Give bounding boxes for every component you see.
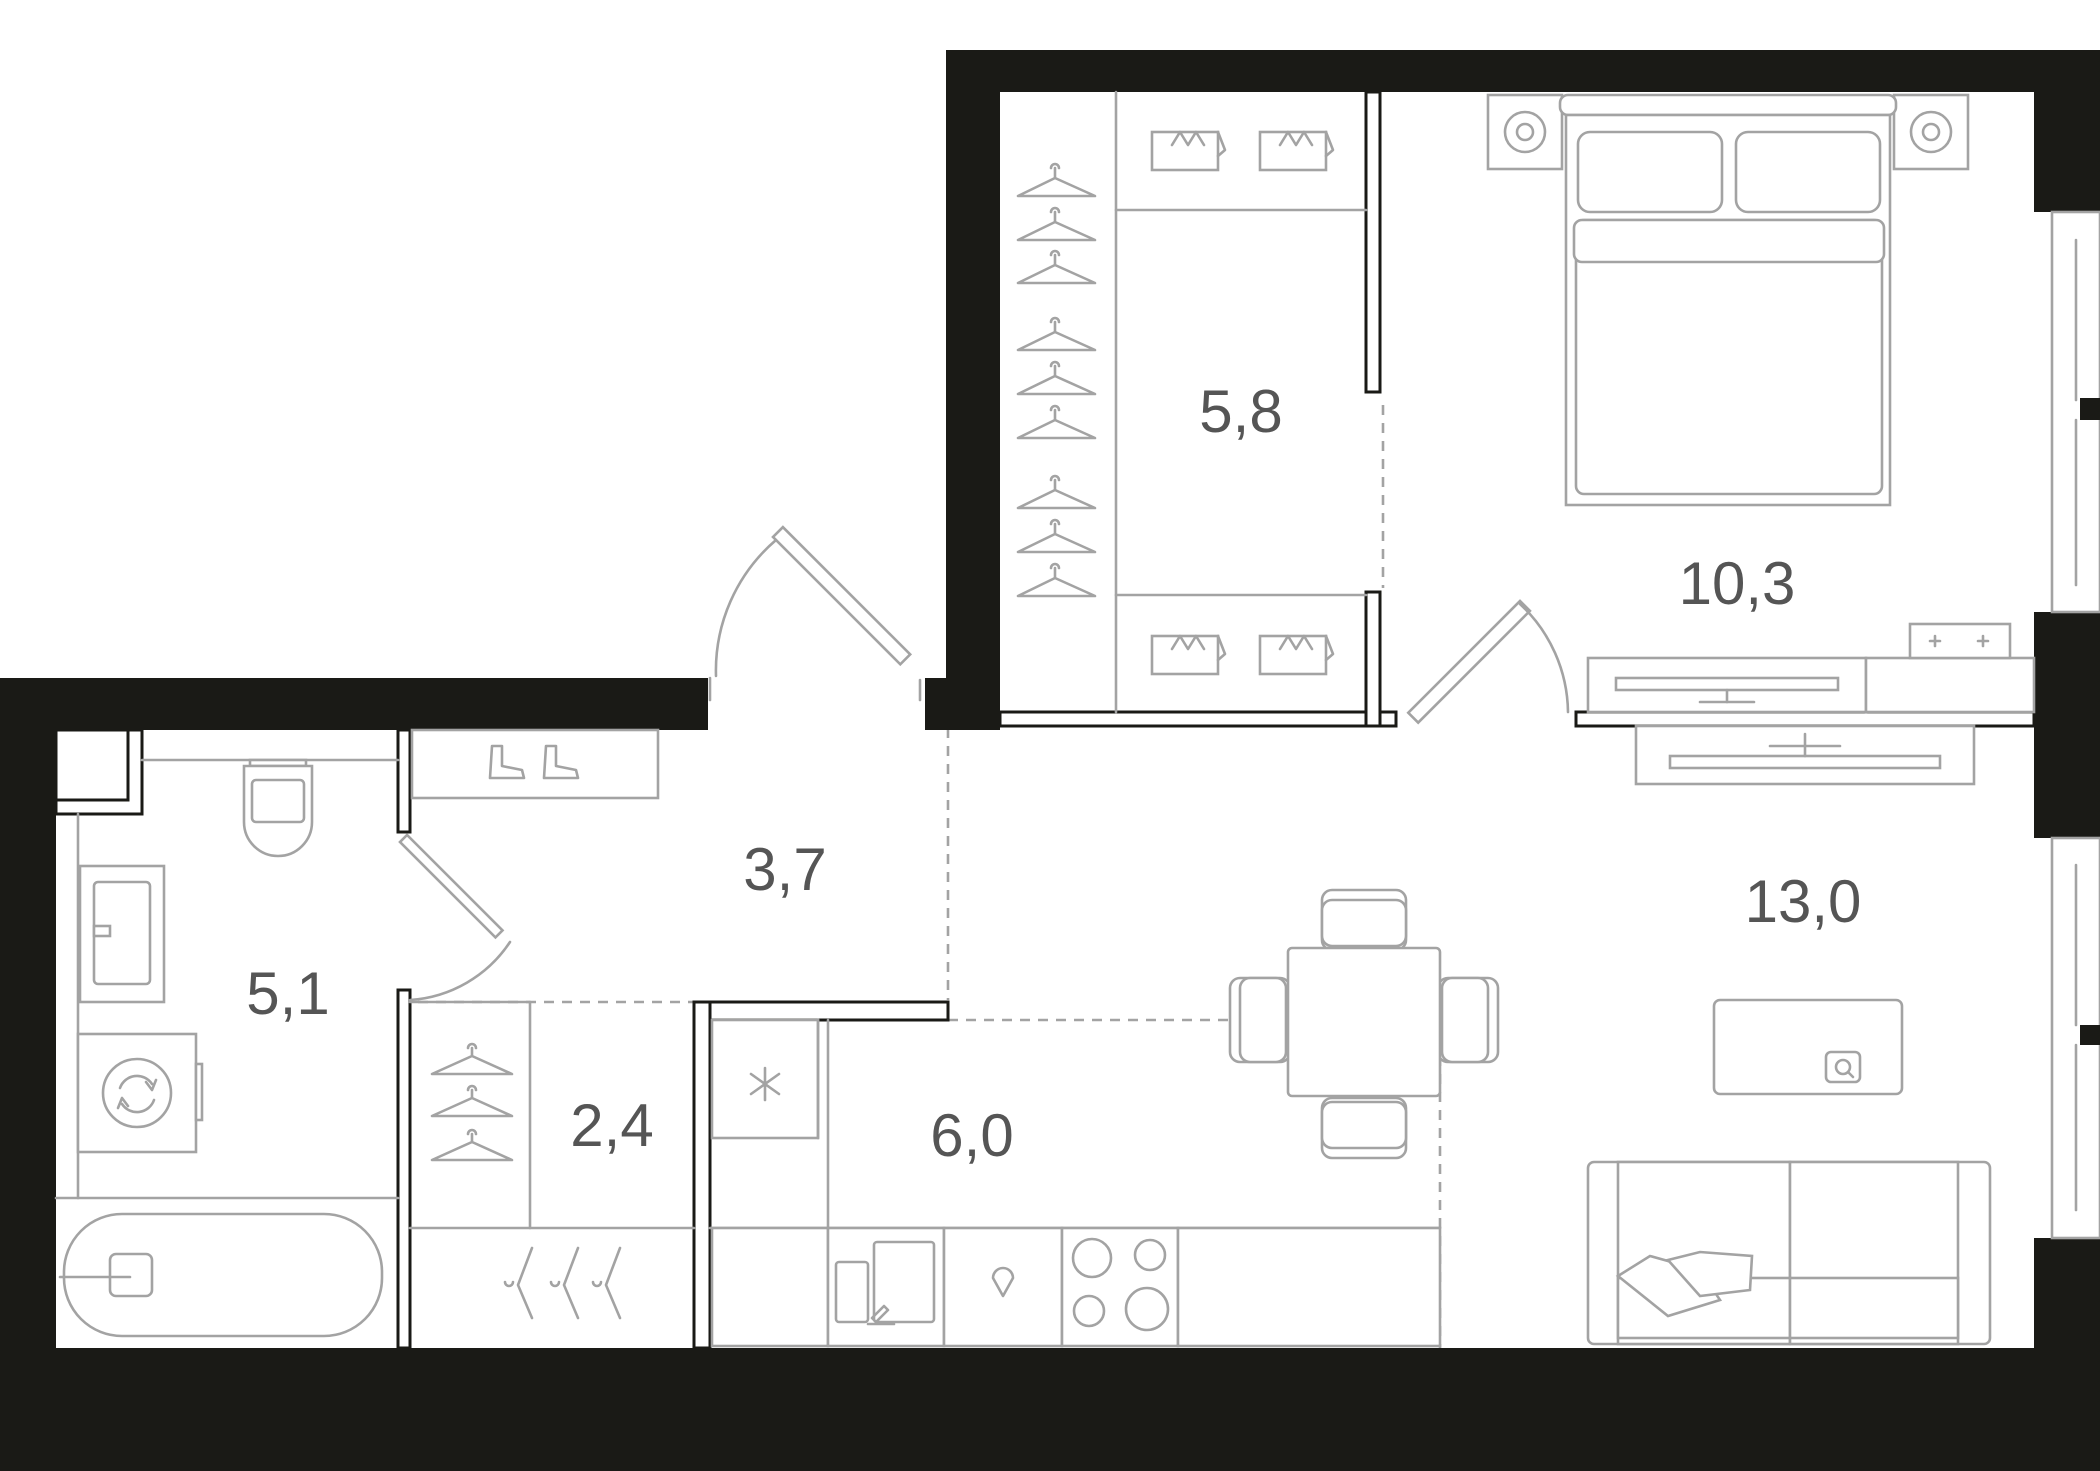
door-icon[interactable] (1406, 599, 1570, 725)
hanger-icon (430, 1128, 514, 1162)
box-icon (1150, 130, 1227, 172)
hanger-icon (549, 1246, 580, 1320)
door-icon[interactable] (708, 525, 922, 702)
hallway (410, 728, 660, 800)
hanger-icon (1016, 474, 1097, 510)
hanger-icon (1016, 162, 1097, 198)
tv-cabinet-icon (1586, 622, 2036, 714)
area-label-living-room: 13,0 (1745, 868, 1862, 935)
pillow-icon (1734, 130, 1882, 214)
hanger-icon (1016, 316, 1097, 352)
cabinet (942, 1226, 1064, 1348)
kitchen-sink-icon (826, 1226, 946, 1348)
storage-closet (408, 1000, 696, 1320)
fridge-icon (710, 1018, 830, 1230)
washing-machine-icon (76, 1032, 204, 1154)
tv-icon (1668, 732, 1942, 770)
hanger-icon (1016, 249, 1097, 285)
boots-icon (488, 744, 580, 780)
coffee-table-icon (1712, 998, 1904, 1096)
box-icon (1258, 130, 1335, 172)
sink-icon (78, 864, 166, 1004)
nightstand-icon (1892, 93, 1970, 171)
sofa-icon (1586, 1160, 1992, 1346)
hanger-icon (1016, 360, 1097, 396)
kitchen (708, 1018, 1442, 1348)
bathtub-icon (54, 1196, 400, 1338)
hanger-icon (1016, 562, 1097, 598)
hanger-icon (430, 1042, 514, 1076)
pillow-icon (1576, 130, 1724, 214)
chair-icon (1436, 976, 1500, 1064)
bedroom (1486, 93, 2036, 714)
interior-walls (54, 90, 2036, 1350)
stove-icon (1060, 1226, 1180, 1348)
nightstand-icon (1486, 93, 1564, 171)
hanger-icon (1016, 206, 1097, 242)
box-icon (1150, 634, 1227, 676)
area-label-storage-closet: 2,4 (570, 1092, 653, 1159)
area-label-hallway: 3,7 (743, 836, 826, 903)
hanger-icon (1016, 404, 1097, 440)
hanger-icon (430, 1084, 514, 1118)
area-label-walk-in-closet: 5,8 (1199, 378, 1282, 445)
area-label-kitchen: 6,0 (930, 1102, 1013, 1169)
area-label-bedroom: 10,3 (1679, 550, 1796, 617)
walk-in-closet (1016, 90, 1368, 714)
zone-separators (400, 405, 1442, 1348)
box-icon (1258, 634, 1335, 676)
window-icon (2050, 210, 2100, 614)
chair-icon (1320, 888, 1408, 952)
chair-icon (1228, 976, 1292, 1064)
window-icon (2050, 836, 2100, 1240)
living-room (1228, 724, 1992, 1346)
door-icon[interactable] (398, 833, 512, 1002)
tv-icon (1614, 676, 1840, 704)
pillow-icon (1665, 1250, 1754, 1298)
hanger-icon (591, 1246, 622, 1320)
exterior-walls (0, 50, 2100, 1471)
toilet-icon (242, 758, 314, 858)
bed-icon (1558, 93, 1898, 507)
area-labels: 5,8 10,3 13,0 3,7 5,1 2,4 6,0 (246, 378, 1861, 1169)
bathroom (54, 758, 400, 1338)
dishwasher-icon (710, 1226, 830, 1348)
area-label-bathroom: 5,1 (246, 960, 329, 1027)
hanger-icon (1016, 518, 1097, 554)
chair-icon (1320, 1096, 1408, 1160)
dining-table-icon (1228, 888, 1500, 1160)
hanger-icon (503, 1246, 534, 1320)
